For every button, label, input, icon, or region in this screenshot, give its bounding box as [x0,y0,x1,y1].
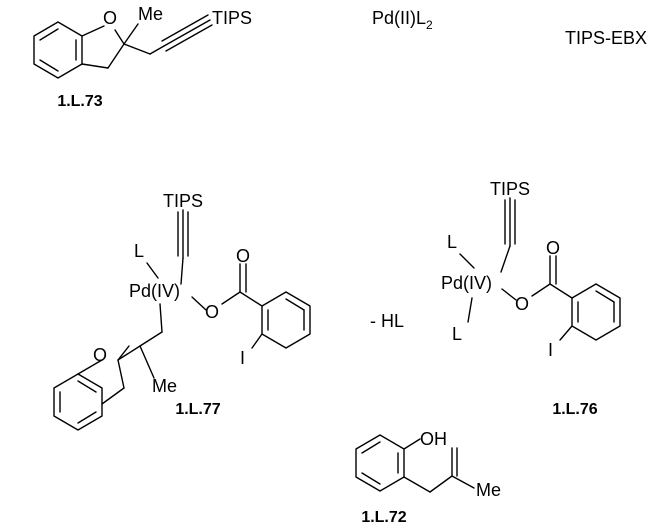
molecule-1-L-77: TIPS L Pd(IV) O O I [53,191,311,431]
molecule-1-L-76: TIPS L Pd(IV) O O I L 1.L.76 [441,179,621,418]
atom-oh-72: OH [420,429,447,449]
atom-o-73: O [103,8,117,28]
atom-tips-76: TIPS [490,179,530,199]
atom-me-72: Me [476,480,501,500]
propargyl-chain-73 [123,14,213,55]
furan-ring-73 [81,25,125,69]
pd-l-top-bond-76 [459,253,475,269]
atom-l-top-76: L [447,232,457,252]
compound-label-1-L-77: 1.L.77 [175,401,220,418]
atom-iodo-77: I [240,348,245,368]
reagent-pd-ii-text: Pd(II)L [372,8,426,28]
atom-iodo-76: I [548,340,553,360]
reagent-pd-ii: Pd(II)L2 [372,8,433,32]
atom-o-carbonyl-76: O [546,238,560,258]
molecule-1-L-72: OH Me 1.L.72 [355,429,501,526]
aryl-iodide-ring-76 [559,283,621,341]
alkyne-77 [177,209,189,285]
benzene-ring-72 [355,434,405,492]
aryl-iodide-ring-77 [251,291,311,349]
atom-l-77: L [134,241,144,261]
compound-label-1-L-73: 1.L.73 [57,93,102,110]
atom-l-bottom-76: L [452,324,462,344]
benzene-ring-73 [33,21,83,79]
furan-ring-77 [77,345,141,405]
compound-label-1-L-76: 1.L.76 [552,401,597,418]
atom-pd-77: Pd(IV) [129,281,180,301]
atom-o-ester-76: O [515,294,529,314]
atom-tips-73: TIPS [212,8,252,28]
methyl-bond-77 [139,345,155,379]
ch2-bond-77 [139,331,163,347]
pd-ch2-bond-77 [159,303,163,333]
atom-pd-76: Pd(IV) [441,273,492,293]
ester-group-76 [501,255,573,301]
benzene-ring-77 [53,373,103,431]
atom-o-ester-77: O [205,302,219,322]
pd-l-bottom-bond-76 [467,297,473,323]
alkyne-76 [500,197,516,273]
reagent-pd-ii-subscript: 2 [426,18,433,32]
reagent-tips-ebx: TIPS-EBX [565,28,647,48]
ester-group-77 [191,263,263,311]
pd-l-bond-77 [146,262,159,279]
atom-o-carbonyl-77: O [236,246,250,266]
methallyl-chain-72 [403,447,475,493]
molecule-1-L-73: O Me TIPS 1.L.73 [33,4,252,110]
compound-label-1-L-72: 1.L.72 [361,509,406,526]
methyl-bond-73 [123,23,139,45]
atom-me-77: Me [152,376,177,396]
atom-o-ring-77: O [93,345,107,365]
atom-me-73: Me [138,4,163,24]
oh-bond-72 [403,438,421,450]
minus-hl: - HL [370,311,404,331]
atom-tips-77: TIPS [163,191,203,211]
